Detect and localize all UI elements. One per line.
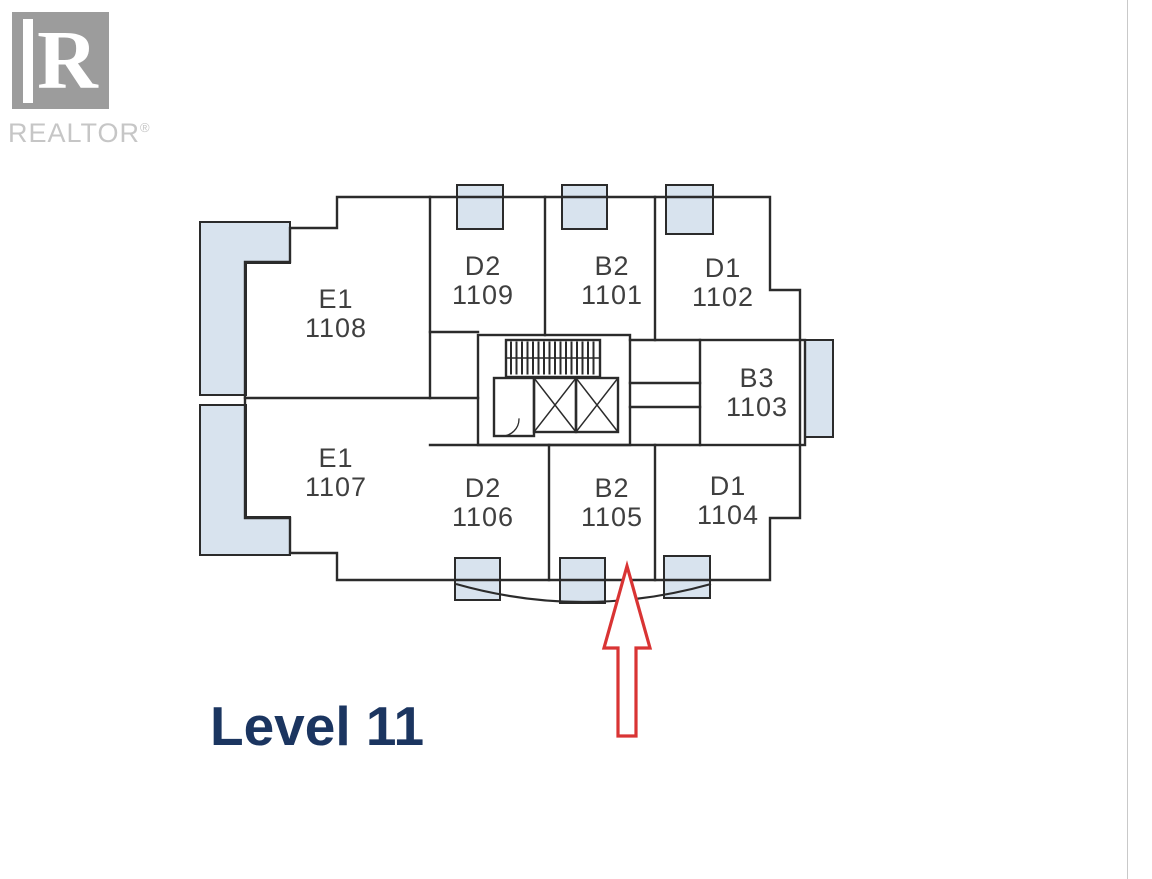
registered-trademark-symbol: ® bbox=[140, 120, 151, 135]
door-swing bbox=[501, 418, 520, 437]
realtor-logo-wordmark: REALTOR® bbox=[8, 118, 151, 149]
balcony-curve bbox=[455, 582, 712, 604]
level-title: Level 11 bbox=[210, 695, 425, 757]
unit-1102-label: D1 1102 bbox=[692, 254, 754, 312]
unit-1102-number: 1102 bbox=[691, 282, 755, 312]
unit-1105-number: 1105 bbox=[580, 502, 644, 532]
unit-1103-walls bbox=[698, 338, 807, 447]
balcony-top-2 bbox=[561, 184, 608, 230]
unit-1102-model: D1 bbox=[704, 253, 742, 283]
balcony-top-1 bbox=[456, 184, 504, 230]
unit-1105-label: B2 1105 bbox=[581, 474, 643, 532]
unit-1103-label: B3 1103 bbox=[726, 364, 788, 422]
page-right-border bbox=[1127, 0, 1128, 879]
unit-1103-model: B3 bbox=[739, 363, 775, 393]
realtor-wordmark-text: REALTOR bbox=[8, 118, 141, 148]
realtor-logo-icon: R bbox=[12, 12, 109, 109]
unit-1106-number: 1106 bbox=[451, 502, 515, 532]
balcony-bottom-3 bbox=[663, 555, 711, 599]
unit-1108-number: 1108 bbox=[304, 313, 368, 343]
core-walls bbox=[476, 333, 632, 447]
realtor-logo: R REALTOR® bbox=[8, 10, 162, 160]
unit-1109-number: 1109 bbox=[451, 280, 515, 310]
unit-1106-label: D2 1106 bbox=[452, 474, 514, 532]
unit-1101-model: B2 bbox=[594, 251, 630, 281]
unit-1107-label: E1 1107 bbox=[305, 444, 367, 502]
outer-wall bbox=[243, 195, 802, 582]
unit-1108-model: E1 bbox=[318, 284, 354, 314]
unit-1101-number: 1101 bbox=[580, 280, 644, 310]
elevator-core bbox=[532, 376, 620, 434]
unit-1109-label: D2 1109 bbox=[452, 252, 514, 310]
highlight-arrow bbox=[601, 560, 653, 738]
unit-1106-model: D2 bbox=[464, 473, 502, 503]
unit-1101-label: B2 1101 bbox=[581, 252, 643, 310]
unit-1104-model: D1 bbox=[709, 471, 747, 501]
unit-1105-model: B2 bbox=[594, 473, 630, 503]
unit-1107-number: 1107 bbox=[304, 472, 368, 502]
unit-1104-label: D1 1104 bbox=[697, 472, 759, 530]
unit-1104-number: 1104 bbox=[696, 500, 760, 530]
unit-1108-label: E1 1108 bbox=[305, 285, 367, 343]
unit-1109-model: D2 bbox=[464, 251, 502, 281]
unit-1107-model: E1 bbox=[318, 443, 354, 473]
unit-walls bbox=[243, 195, 807, 582]
balcony-right bbox=[804, 339, 834, 438]
unit-1103-number: 1103 bbox=[725, 392, 789, 422]
core-vestibule bbox=[492, 376, 536, 438]
balcony-top-3 bbox=[665, 184, 714, 235]
realtor-logo-letter: R bbox=[23, 18, 98, 103]
